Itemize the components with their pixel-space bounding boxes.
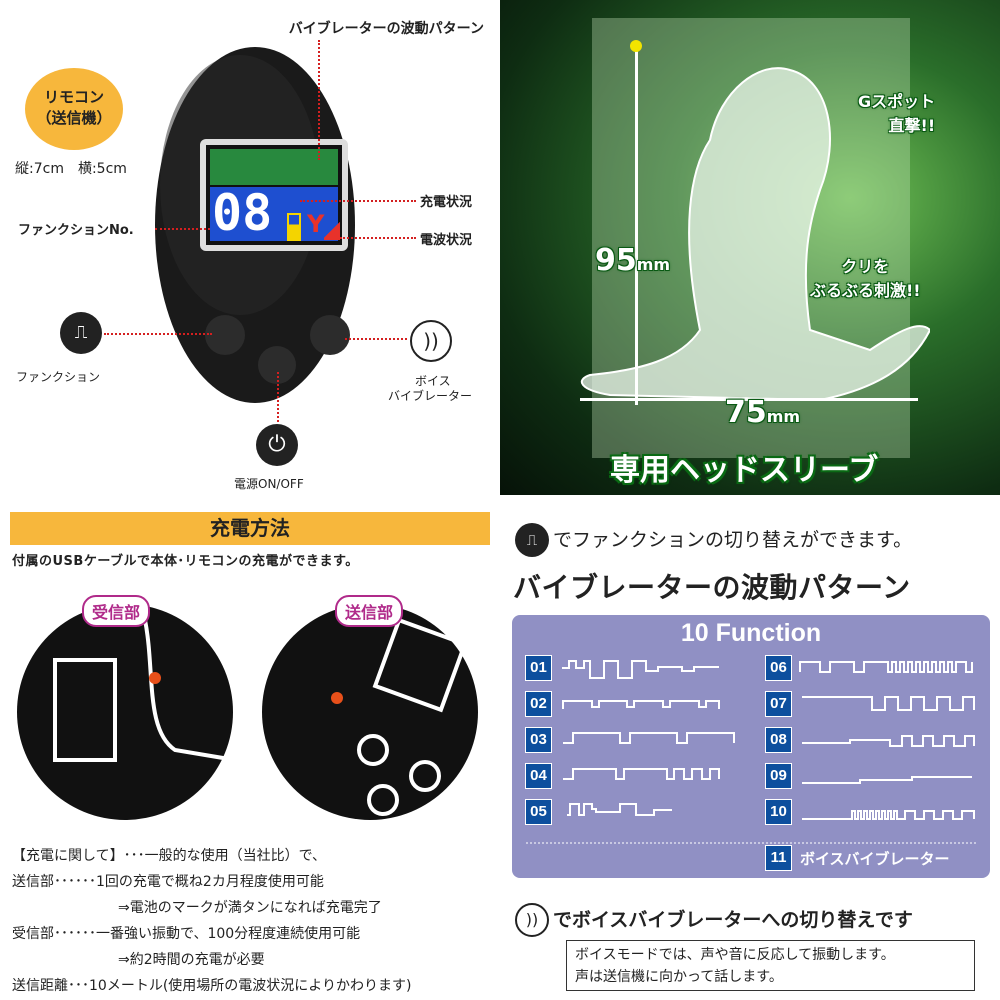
function-07: 07 xyxy=(765,691,792,717)
voice-function-label: ボイスバイブレーター xyxy=(800,850,950,868)
receiver-label: 受信部 xyxy=(82,595,151,627)
voice-switch-text: でボイスバイブレーターへの切り替えです xyxy=(553,909,913,931)
wave-03 xyxy=(563,732,735,744)
voice-switch-icon: )) xyxy=(515,903,549,937)
label-function: ファンクション xyxy=(16,370,101,384)
label-power: 電源ON/OFF xyxy=(234,477,304,491)
note-line: 送信部･･････1回の充電で概ね2カ月程度使用可能 xyxy=(12,874,324,890)
remote-panel: リモコン （送信機） 縦:7cm 横:5cm 08 Y バイブレーターの波動パタ… xyxy=(0,0,500,495)
transmitter-label: 送信部 xyxy=(335,595,404,627)
wave-08 xyxy=(802,735,975,747)
function-05: 05 xyxy=(525,799,552,825)
waveforms xyxy=(526,660,976,844)
wave-07 xyxy=(802,696,975,711)
voice-note-box: ボイスモードでは、声や音に反応して振動します。 声は送信機に向かって話します。 xyxy=(566,940,975,991)
function-08: 08 xyxy=(765,727,792,753)
signal-bars-icon xyxy=(324,220,340,240)
charging-title: 充電方法 xyxy=(10,512,490,545)
function-03: 03 xyxy=(525,727,552,753)
wave-10 xyxy=(802,810,975,820)
battery-icon xyxy=(287,213,301,241)
charging-subtitle: 付属のUSBケーブルで本体･リモコンの充電ができます。 xyxy=(12,554,359,569)
width-dimension: 75mm xyxy=(725,395,801,430)
note-line: 送信距離･･･10メートル(使用場所の電波状況によりかわります) xyxy=(12,978,412,994)
wave-09 xyxy=(802,776,972,784)
function-02: 02 xyxy=(525,691,552,717)
lcd-number: 08 xyxy=(212,184,273,242)
remote-title-badge: リモコン （送信機） xyxy=(25,68,123,150)
wave-02 xyxy=(562,700,720,709)
voice-button-icon[interactable]: )) xyxy=(410,320,452,362)
gspot-callout: Gスポット直撃!! xyxy=(858,92,936,135)
function-09: 09 xyxy=(765,763,792,789)
sleeve-image xyxy=(580,67,930,402)
height-dimension: 95mm xyxy=(595,243,671,278)
function-box-title: 10 Function xyxy=(680,619,822,647)
wave-heading: バイブレーターの波動パターン xyxy=(513,571,911,604)
function-box: 10 Function 01 02 03 04 05 06 07 08 09 1… xyxy=(512,615,990,878)
label-signal-status: 電波状況 xyxy=(420,233,473,248)
wave-06 xyxy=(799,661,973,673)
function-10: 10 xyxy=(765,799,792,825)
wave-05 xyxy=(567,803,672,816)
voice-note-line: ボイスモードでは、声や音に反応して振動します。 xyxy=(575,947,895,963)
signal-icon: Y xyxy=(307,210,325,238)
remote-body xyxy=(155,47,355,403)
function-11: 11 xyxy=(765,845,792,871)
sleeve-caption: 専用ヘッドスリーブ xyxy=(610,453,879,488)
label-voice-2: バイブレーター xyxy=(388,389,473,403)
function-switch-text: でファンクションの切り替えができます。 xyxy=(553,529,913,551)
label-wave-pattern: バイブレーターの波動パターン xyxy=(288,21,484,37)
function-01: 01 xyxy=(525,655,552,681)
product-photo: 95mm 75mm Gスポット直撃!! クリをぶるぶる刺激!! 専用ヘッドスリー… xyxy=(500,0,1000,495)
function-button-icon[interactable]: ⎍ xyxy=(60,312,102,354)
note-line: 受信部･･････一番強い振動で、100分程度連続使用可能 xyxy=(12,926,361,942)
remote-size: 縦:7cm 横:5cm xyxy=(15,161,127,177)
note-line: 【充電に関して】･･･一般的な使用（当社比）で、 xyxy=(12,848,327,864)
badge-line1: リモコン xyxy=(43,88,104,106)
charging-notes: 【充電に関して】･･･一般的な使用（当社比）で、 送信部･･････1回の充電で… xyxy=(12,843,411,999)
function-switch-icon: ⎍ xyxy=(515,523,549,557)
voice-note-line: 声は送信機に向かって話します。 xyxy=(575,969,783,985)
power-button-icon[interactable]: ⏻ xyxy=(256,424,298,466)
wave-01 xyxy=(562,660,719,679)
function-04: 04 xyxy=(525,763,552,789)
note-line: ⇒約2時間の充電が必要 xyxy=(118,952,265,968)
charging-illustrations xyxy=(17,604,478,820)
function-06: 06 xyxy=(765,655,792,681)
note-line: ⇒電池のマークが満タンになれば充電完了 xyxy=(118,900,382,916)
label-voice-1: ボイス xyxy=(415,374,451,388)
label-charge-status: 充電状況 xyxy=(420,195,473,210)
kuri-callout: クリをぶるぶる刺激!! xyxy=(810,257,921,300)
badge-line2: （送信機） xyxy=(36,109,112,127)
label-function-no: ファンクションNo. xyxy=(18,223,134,238)
wave-04 xyxy=(563,768,720,780)
